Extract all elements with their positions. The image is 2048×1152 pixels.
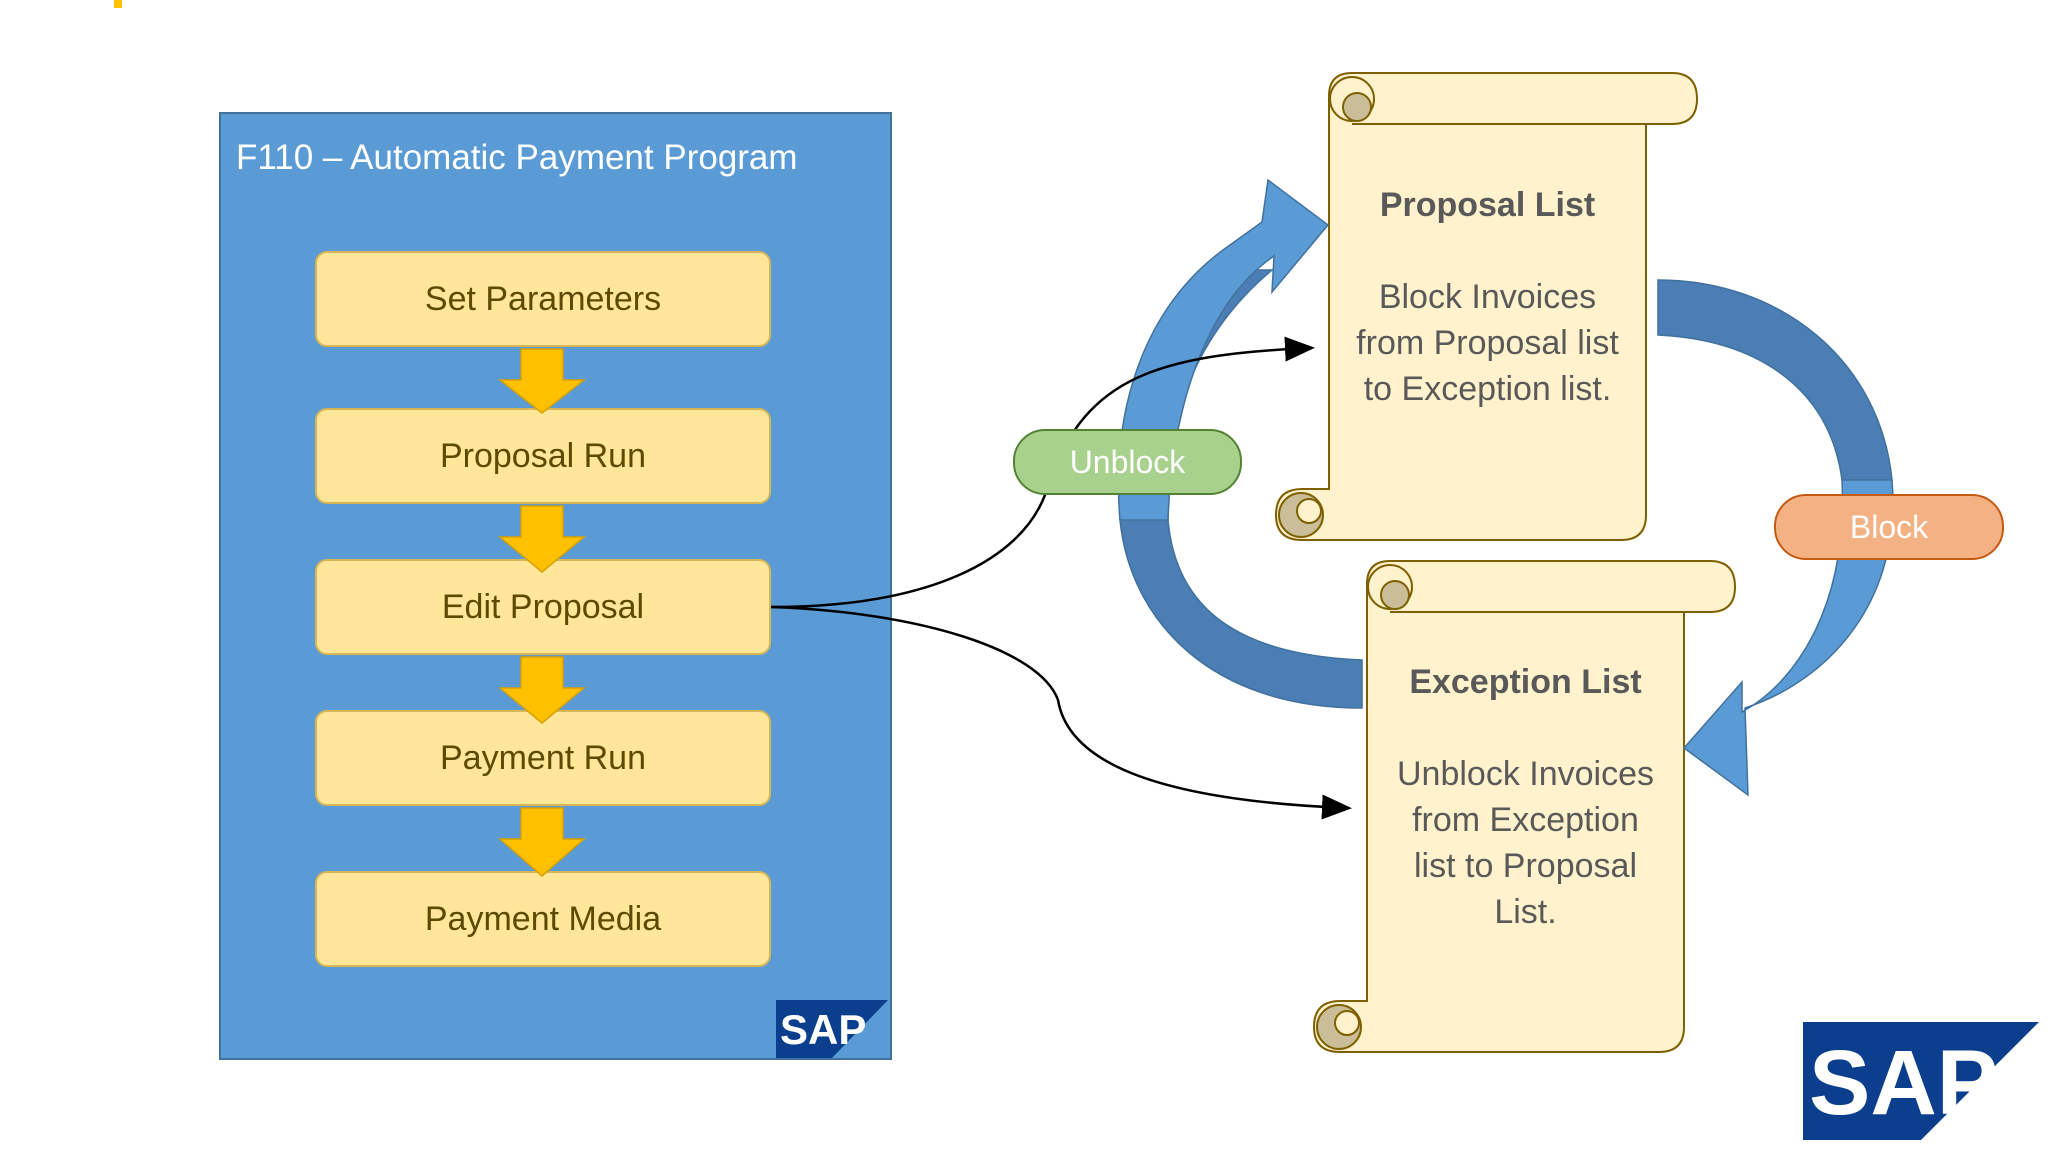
sap-logo-small-text: SAP: [780, 1006, 866, 1053]
corner-mark: [114, 0, 122, 8]
connector-to-exception-list: [770, 605, 1352, 820]
unblock-label: Unblock: [1013, 429, 1242, 495]
step-arrow-2: [497, 505, 587, 573]
exception-list-line: list to Proposal: [1414, 847, 1637, 885]
proposal-list-scroll: [1274, 72, 1699, 541]
exception-list-text: Exception List Unblock Invoices from Exc…: [1378, 659, 1673, 935]
proposal-list-line: from Proposal list: [1356, 324, 1619, 362]
step-edit-proposal: Edit Proposal: [315, 559, 771, 655]
proposal-list-text: Proposal List Block Invoices from Propos…: [1340, 182, 1635, 412]
sap-registered-mark: ®: [1949, 1125, 1961, 1140]
sap-logo-large: SAP ®: [1803, 1022, 2039, 1140]
exception-list-scroll: [1312, 560, 1737, 1053]
step-arrow-3: [497, 656, 587, 724]
step-set-parameters: Set Parameters: [315, 251, 771, 347]
exception-list-line: List.: [1494, 893, 1557, 931]
proposal-list-title: Proposal List: [1379, 186, 1596, 224]
proposal-list-line: to Exception list.: [1363, 370, 1612, 408]
panel-title: F110 – Automatic Payment Program: [236, 138, 798, 177]
step-proposal-run: Proposal Run: [315, 408, 771, 504]
exception-list-title: Exception List: [1409, 663, 1642, 701]
step-payment-run: Payment Run: [315, 710, 771, 806]
step-arrow-1: [497, 348, 587, 414]
exception-list-line: Unblock Invoices: [1396, 755, 1654, 793]
step-payment-media: Payment Media: [315, 871, 771, 967]
connector-to-proposal-list: [770, 336, 1315, 609]
exception-list-line: from Exception: [1412, 801, 1639, 839]
proposal-list-line: Block Invoices: [1378, 278, 1597, 316]
step-arrow-4: [498, 807, 586, 877]
sap-logo-small: SAP: [776, 1000, 888, 1058]
sap-logo-large-text: SAP: [1809, 1032, 1998, 1134]
block-label: Block: [1774, 494, 2004, 560]
